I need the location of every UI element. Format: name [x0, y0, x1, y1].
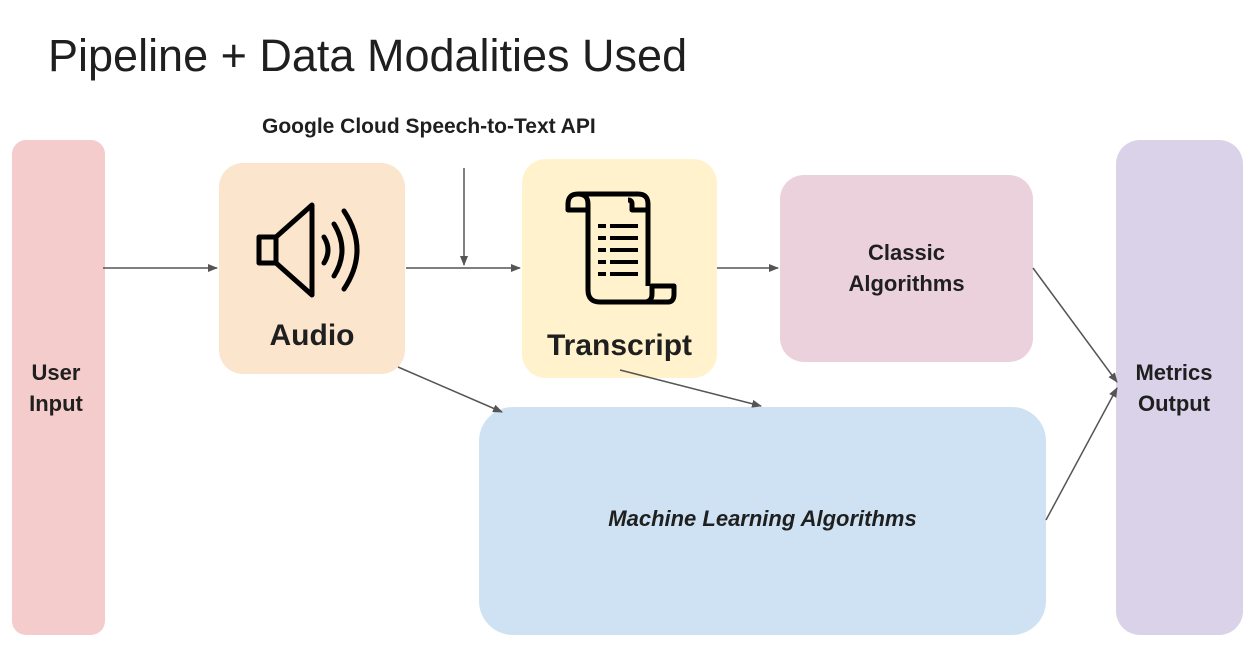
classic-label-line2: Algorithms [848, 270, 965, 296]
speaker-icon [256, 202, 360, 298]
edge-classic-to-metrics [1032, 267, 1118, 383]
edge-audio-to-ml [397, 366, 503, 413]
page-title: Pipeline + Data Modalities Used [48, 30, 688, 81]
ml-algorithms-label: Machine Learning Algorithms [608, 506, 917, 531]
metrics-label-line2: Output [1137, 390, 1211, 416]
ml-algorithms-box [479, 407, 1046, 635]
classic-algorithms-box [780, 175, 1033, 362]
classic-algorithms-label: Classic Algorithms [780, 238, 1033, 300]
metrics-output-box [1116, 140, 1243, 635]
user-input-label: User Input [12, 358, 100, 420]
user-input-label-line1: User [31, 360, 81, 385]
edge-ml-to-metrics [1045, 387, 1118, 521]
transcript-label: Transcript [546, 329, 693, 362]
scroll-icon [565, 191, 677, 305]
metrics-output-label: Metrics Output [1116, 358, 1232, 420]
audio-label: Audio [269, 319, 355, 352]
metrics-label-line1: Metrics [1135, 360, 1213, 385]
user-input-label-line2: Input [29, 390, 83, 416]
api-label: Google Cloud Speech-to-Text API [262, 115, 596, 138]
edge-transcript-to-ml [619, 369, 762, 408]
user-input-box [12, 140, 105, 635]
classic-label-line1: Classic [867, 240, 946, 265]
